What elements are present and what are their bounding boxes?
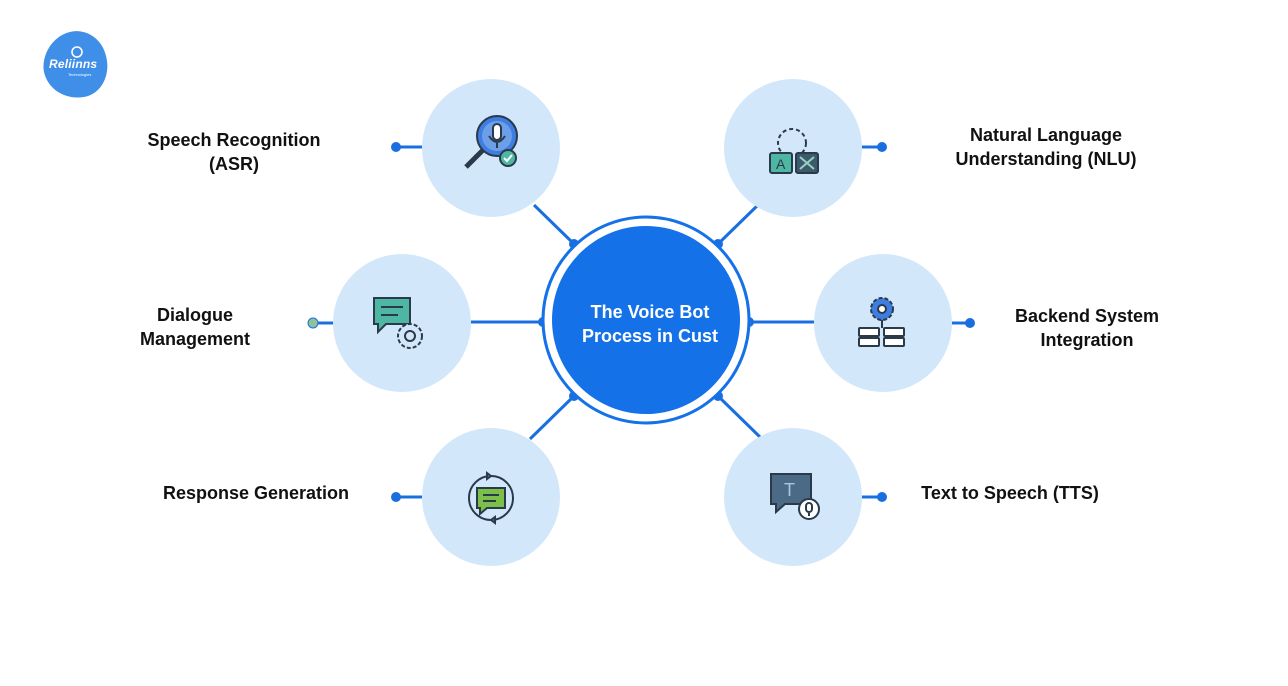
step-label-dialogue: Dialogue Management — [139, 305, 251, 349]
step-label-tts: Text to Speech (TTS) — [921, 483, 1099, 503]
server-gear-icon — [858, 297, 905, 347]
step-label-asr: Speech Recognition (ASR) — [147, 130, 321, 174]
dot-label-backend — [965, 318, 975, 328]
connector-nlu — [716, 203, 760, 246]
step-label-backend: Backend System Integration — [1014, 306, 1160, 350]
text-speech-icon: T — [770, 473, 820, 520]
hub-title: The Voice Bot Process in Cust — [581, 302, 719, 346]
dot-label-nlu — [877, 142, 887, 152]
microphone-magnifier-icon — [464, 115, 518, 169]
hub-circle — [552, 226, 740, 414]
logo-subtext: Technologies — [68, 72, 92, 77]
dot-label-response — [391, 492, 401, 502]
connector-asr — [532, 203, 576, 246]
chat-cycle-icon — [468, 471, 514, 525]
svg-text:T: T — [784, 480, 795, 500]
step-label-nlu: Natural Language Understanding (NLU) — [955, 125, 1137, 169]
dot-label-asr — [391, 142, 401, 152]
svg-text:A: A — [776, 156, 786, 172]
dot-label-tts — [877, 492, 887, 502]
company-logo — [43, 31, 108, 98]
chat-gear-icon — [373, 297, 423, 349]
dot-label-dialogue — [307, 317, 319, 329]
language-gear-icon: A — [769, 128, 819, 174]
logo-text: Reliinns — [49, 57, 98, 71]
connector-tts — [716, 394, 762, 439]
connector-response — [528, 394, 576, 441]
node-nlu — [724, 79, 862, 217]
step-label-response: Response Generation — [162, 483, 350, 503]
